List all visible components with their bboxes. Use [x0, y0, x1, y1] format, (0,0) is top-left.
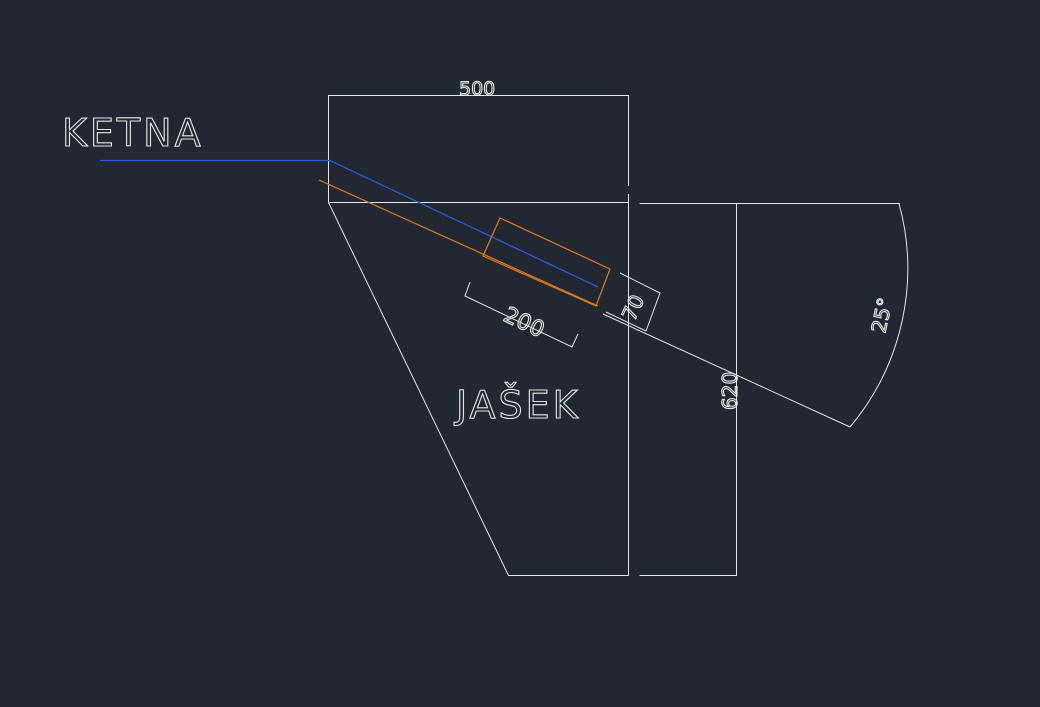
dimension-200-label: 200	[499, 303, 548, 343]
angle-arc	[849, 203, 909, 428]
top-rectangle	[328, 95, 629, 203]
orange-box	[482, 217, 611, 307]
ketna-label: KETNA	[62, 111, 204, 155]
angle-25-label: 25°	[866, 295, 897, 335]
dimension-200	[464, 281, 579, 348]
orange-line	[318, 179, 599, 307]
dimension-620-label: 620	[718, 372, 742, 410]
dimension-70	[605, 272, 661, 332]
dimension-500-label: 500	[459, 78, 495, 100]
dimension-620-frame	[639, 203, 737, 576]
shaft-outline	[328, 202, 629, 576]
angle-ray	[602, 313, 851, 428]
jasek-label: JAŠEK	[454, 383, 581, 427]
ketna-line	[100, 159, 599, 288]
